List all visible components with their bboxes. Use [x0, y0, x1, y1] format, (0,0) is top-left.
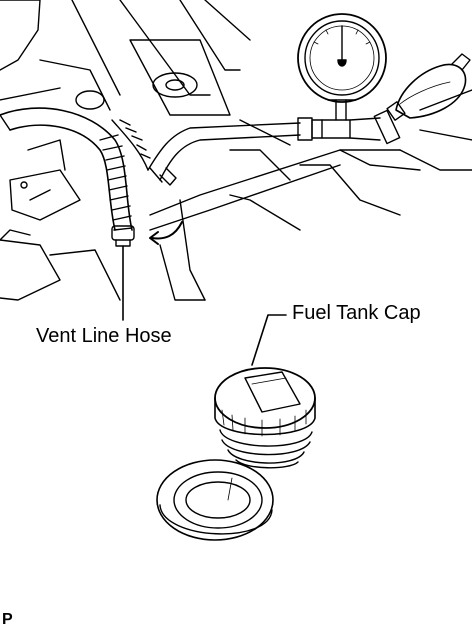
fuel-tank-cap [214, 367, 316, 469]
hand-pump-bulb-icon [386, 53, 471, 121]
pressure-gauge-icon [297, 13, 387, 103]
vehicle-body-outline [0, 0, 472, 301]
vent-line-hose [0, 107, 151, 247]
filler-neck [156, 459, 274, 541]
corner-mark: P [2, 611, 13, 628]
tester-tubing [147, 99, 401, 186]
vent-line-hose-label: Vent Line Hose [36, 325, 172, 347]
fuel-tank-cap-label: Fuel Tank Cap [292, 302, 421, 324]
curved-arrow-icon [149, 221, 183, 245]
fuel-cap-leader-line [251, 314, 287, 366]
